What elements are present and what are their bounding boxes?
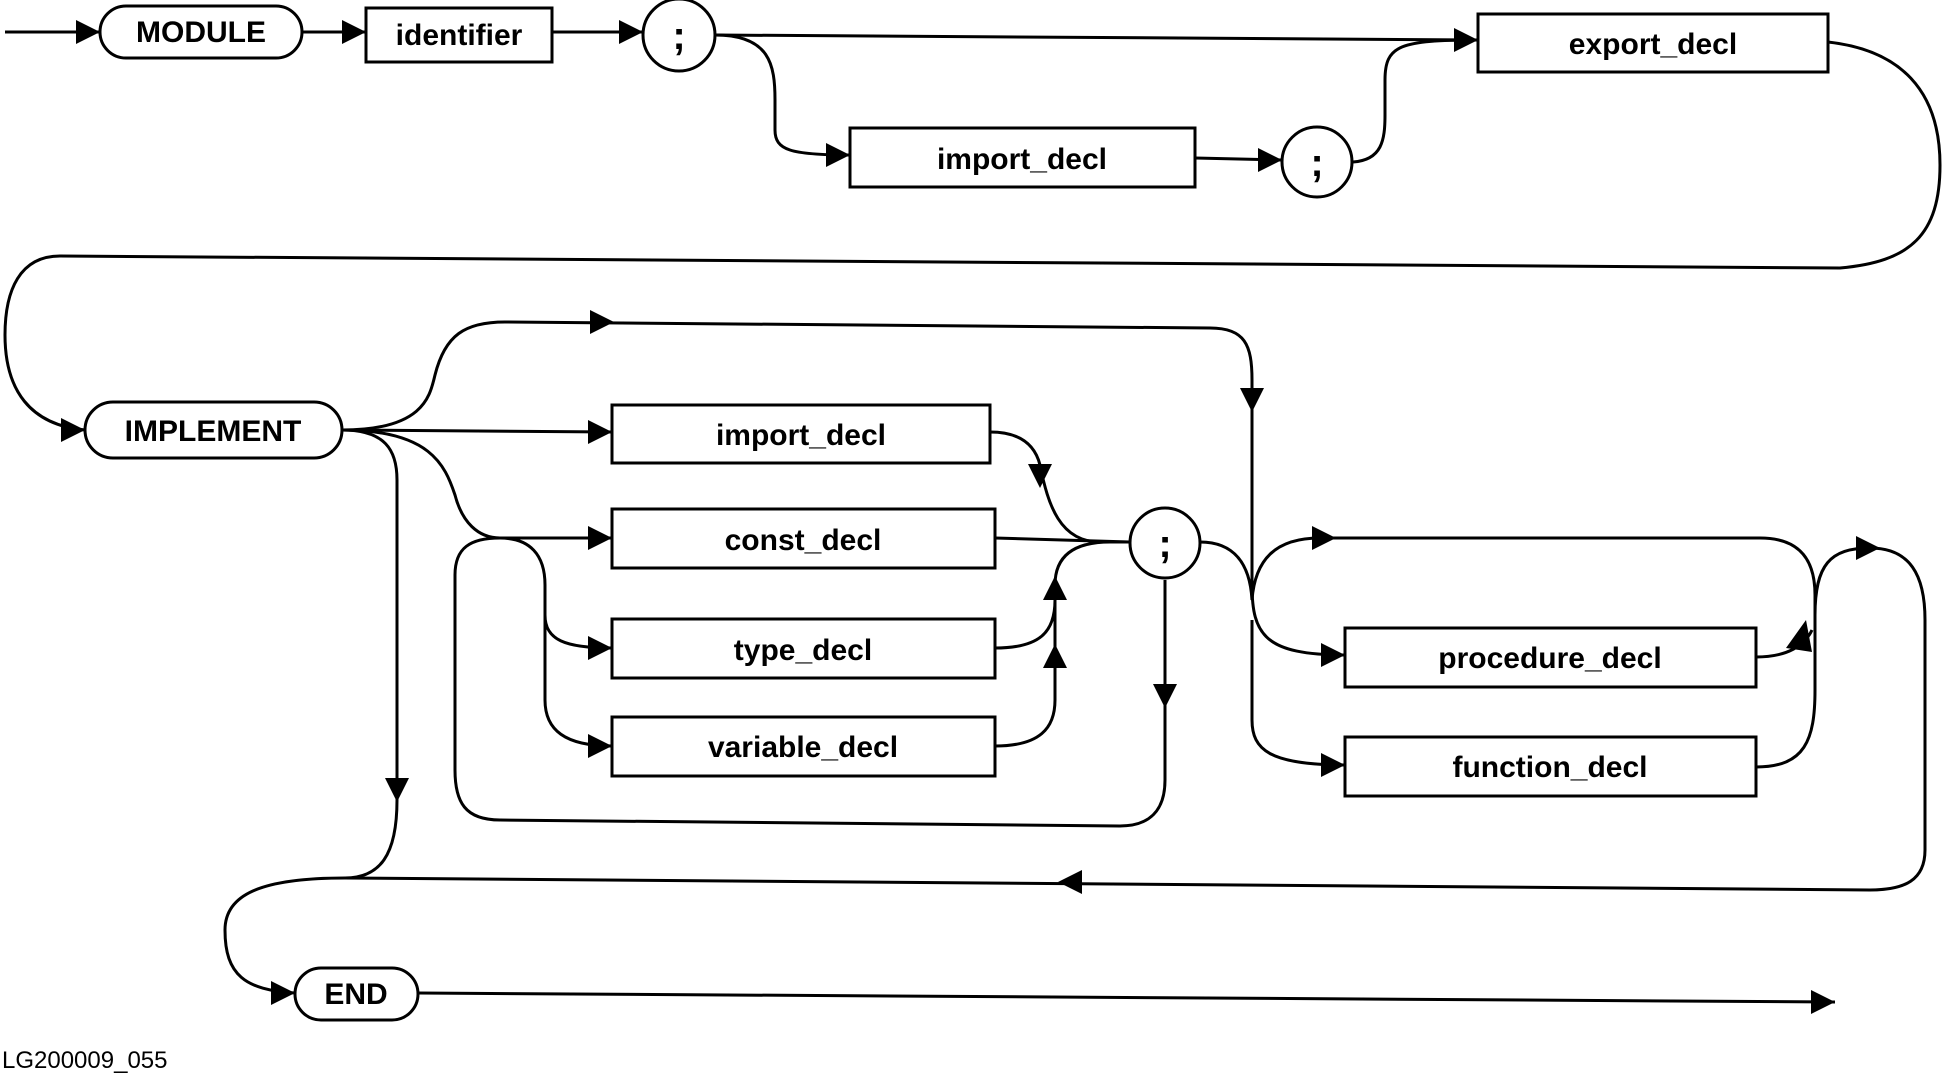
arrowheads [61, 20, 1880, 1014]
nonterminal-procedure-decl-label: procedure_decl [1438, 642, 1661, 675]
nonterminal-export-decl: export_decl [1476, 12, 1830, 74]
arrow-right-icon [826, 143, 850, 167]
line-implement-to-import [341, 428, 613, 434]
arrow-right-icon [342, 20, 366, 44]
line-semicolon-export [714, 33, 1479, 42]
nonterminal-function-decl: function_decl [1343, 735, 1758, 798]
line-semicolon3-to-proc [1199, 540, 1254, 601]
arrow-right-icon [588, 526, 612, 550]
arrow-right-icon [76, 20, 100, 44]
terminal-semicolon-2: ; [1280, 125, 1354, 199]
line-semicolon3-loopback [453, 536, 1167, 828]
terminal-end-label: END [324, 978, 387, 1011]
nonterminal-import-decl-1: import_decl [848, 126, 1197, 189]
terminal-end: END [293, 966, 420, 1022]
nonterminal-identifier-label: identifier [396, 19, 523, 52]
nonterminal-identifier: identifier [364, 6, 554, 64]
line-proc-loopback [1250, 536, 1817, 615]
line-func-out [1755, 546, 1871, 769]
arrow-right-icon [619, 20, 643, 44]
arrow-right-icon [590, 310, 614, 334]
arrow-right-icon [588, 420, 612, 444]
arrow-down-icon [385, 778, 409, 802]
arrow-upright-icon [1786, 620, 1812, 652]
arrow-right-icon [588, 636, 612, 660]
arrow-down-icon [1028, 464, 1052, 488]
nonterminal-variable-decl-label: variable_decl [708, 731, 898, 764]
terminal-implement-label: IMPLEMENT [125, 415, 302, 448]
arrow-up-icon [1043, 644, 1067, 668]
line-to-end [223, 876, 346, 995]
nonterminal-procedure-decl: procedure_decl [1343, 626, 1758, 689]
nonterminal-const-decl: const_decl [610, 507, 997, 570]
line-variable-to-merge [994, 585, 1057, 748]
nonterminal-type-decl-label: type_decl [734, 634, 872, 667]
semicolon-label: ; [1310, 141, 1323, 185]
nonterminal-variable-decl: variable_decl [610, 715, 997, 778]
arrow-right-icon [1321, 753, 1345, 777]
terminal-module: MODULE [98, 4, 304, 60]
nonterminal-import-decl-label: import_decl [716, 419, 886, 452]
line-implement-top-bypass [341, 320, 1346, 657]
line-semicolon2-rejoin [1352, 38, 1479, 164]
line-to-function [1250, 620, 1346, 767]
line-merge-to-semicolon3 [1053, 540, 1111, 586]
arrow-right-icon [1856, 536, 1880, 560]
line-implement-to-end-bypass [341, 428, 399, 880]
terminal-module-label: MODULE [136, 16, 266, 49]
line-loop-to-variable [543, 615, 613, 748]
terminal-implement: IMPLEMENT [83, 400, 344, 460]
figure-id: LG200009_055 [2, 1047, 168, 1074]
arrow-right-icon [61, 418, 85, 442]
exit-line [417, 991, 1836, 1004]
nonterminal-const-decl-label: const_decl [725, 524, 882, 557]
arrow-up-icon [1043, 576, 1067, 600]
arrow-down-icon [1153, 684, 1177, 708]
nonterminal-function-decl-label: function_decl [1452, 751, 1647, 784]
nonterminal-type-decl: type_decl [610, 617, 997, 680]
arrow-left-icon [1312, 526, 1336, 550]
arrow-right-icon [1258, 148, 1282, 172]
arrow-right-icon [1454, 28, 1478, 52]
semicolon-label: ; [672, 14, 685, 58]
nonterminal-import-decl-label: import_decl [937, 143, 1107, 176]
line-implement-to-const [341, 428, 612, 540]
line-loop-to-type [499, 536, 613, 650]
line-wrap-to-implement [3, 40, 1942, 432]
nonterminal-import-decl-2: import_decl [610, 403, 992, 465]
arrow-right-icon [271, 981, 295, 1005]
arrow-right-icon [588, 734, 612, 758]
semicolon-label: ; [1158, 522, 1171, 566]
arrow-down-icon [1240, 388, 1264, 412]
line-import-branch-down [714, 33, 851, 157]
arrow-left-icon [1058, 870, 1082, 894]
arrow-right-icon [1321, 643, 1345, 667]
arrow-right-icon [1811, 990, 1835, 1014]
nonterminal-export-decl-label: export_decl [1569, 28, 1737, 61]
terminal-semicolon-3: ; [1128, 506, 1202, 580]
line-import-to-semicolon3 [989, 430, 1130, 544]
line-exit-loop-right [344, 546, 1927, 892]
terminal-semicolon-1: ; [641, 0, 717, 73]
